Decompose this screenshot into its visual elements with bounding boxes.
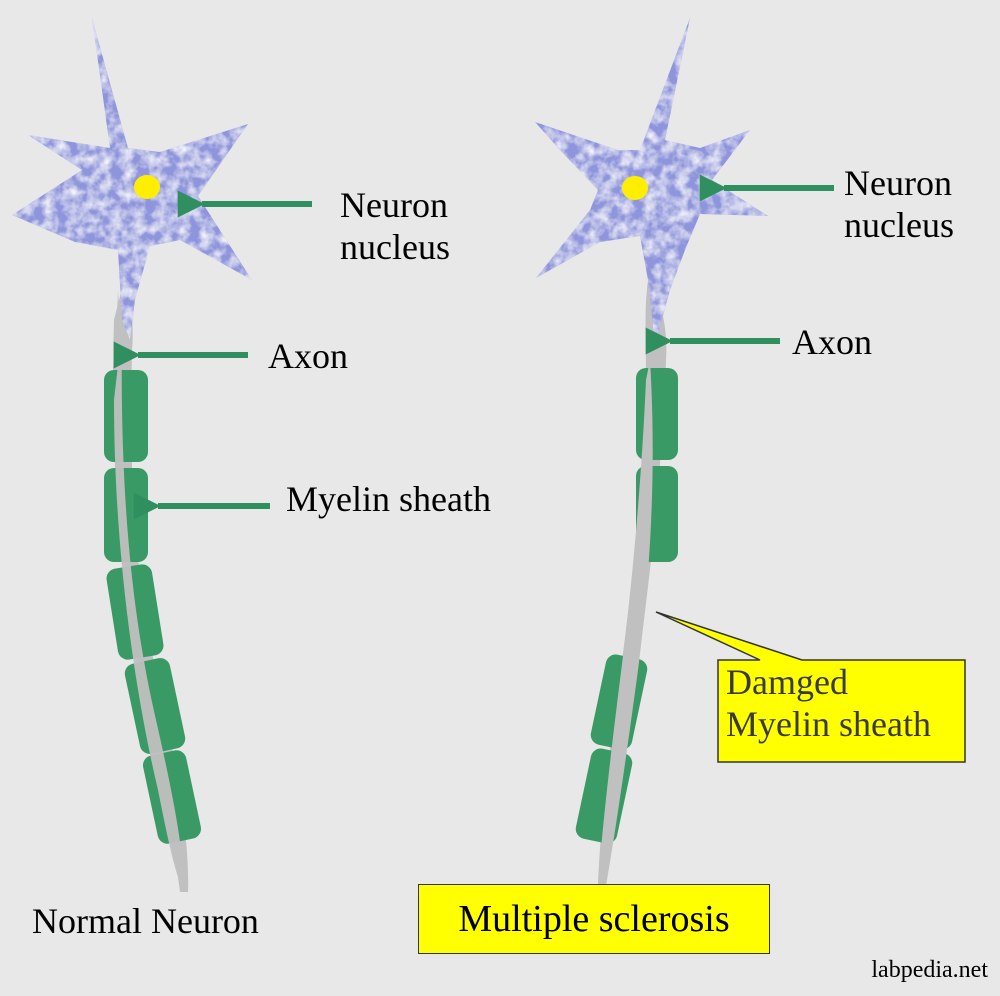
ms-caption: Multiple sclerosis: [458, 898, 730, 940]
left-myelin-label: Myelin sheath: [286, 479, 491, 519]
damage-callout-text: Damged Myelin sheath: [726, 661, 931, 745]
ms-neuron: [535, 18, 768, 886]
normal-neuron: [12, 18, 252, 892]
normal-neuron-nucleus: [134, 175, 160, 199]
ms-neuron-nucleus: [622, 176, 648, 200]
left-nucleus-label-line2: nucleus: [340, 227, 450, 267]
myelin-segment: [636, 368, 678, 460]
damage-callout: [655, 611, 966, 763]
left-axon-label: Axon: [268, 336, 348, 376]
right-axon-label: Axon: [792, 322, 872, 362]
right-nucleus-label-line2: nucleus: [844, 205, 954, 245]
right-nucleus-label-line1: Neuron: [844, 163, 952, 203]
right-nucleus-label: Neuron nucleus: [844, 162, 954, 246]
ms-neuron-body: [535, 18, 768, 345]
pointer-arrows: [113, 174, 834, 520]
ms-caption-box: Multiple sclerosis: [418, 884, 770, 954]
left-caption: Normal Neuron: [32, 901, 259, 941]
myelin-segment: [104, 370, 148, 462]
left-nucleus-label-line1: Neuron: [340, 185, 448, 225]
normal-neuron-body: [12, 18, 252, 340]
damage-callout-line1: Damged: [726, 662, 848, 702]
site-credit: labpedia.net: [871, 957, 988, 983]
ms-myelin-sheath: [575, 368, 678, 844]
damage-callout-box: [655, 611, 966, 763]
damage-callout-line2: Myelin sheath: [726, 704, 931, 744]
left-nucleus-label: Neuron nucleus: [340, 184, 450, 268]
